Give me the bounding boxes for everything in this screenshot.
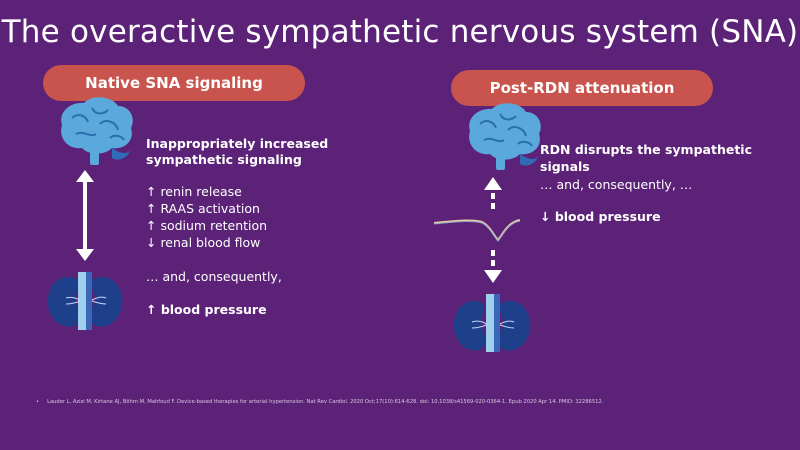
arrowhead-down: [76, 249, 94, 261]
brain-icon: [61, 97, 133, 165]
post-rdn-header-label: Post-RDN attenuation: [489, 79, 675, 97]
brain-icon: [469, 103, 541, 170]
native-sna-header-label: Native SNA signaling: [85, 74, 263, 92]
reference-bullet: •: [36, 399, 40, 405]
right-headline: RDN disrupts the sympathetic signals: [540, 142, 752, 174]
left-consequence: … and, consequently,: [146, 269, 282, 284]
right-consequence: … and, consequently, …: [540, 177, 693, 192]
effect-renal-flow: ↓ renal blood flow: [146, 235, 261, 250]
arrowhead-up: [76, 170, 94, 182]
left-result: ↑ blood pressure: [146, 302, 267, 317]
slide-title: The overactive sympathetic nervous syste…: [1, 14, 799, 50]
effect-renin: ↑ renin release: [146, 184, 242, 199]
reference-citation: • Lauder L, Azizi M, Kirtane AJ, Böhm M, …: [36, 399, 603, 405]
kidney-icon: [47, 272, 123, 330]
kidney-icon: [453, 294, 531, 352]
dashed-arrow-icon: [484, 250, 502, 283]
dashed-arrow-icon: [484, 177, 502, 212]
effect-sodium: ↑ sodium retention: [146, 218, 268, 233]
effect-raas: ↑ RAAS activation: [146, 201, 260, 216]
nerve-signal-icon: [433, 219, 521, 242]
left-headline-line1: Inappropriately increased: [146, 136, 329, 151]
right-result: ↓ blood pressure: [540, 209, 661, 224]
reference-text: Lauder L, Azizi M, Kirtane AJ, Böhm M, M…: [47, 399, 604, 405]
left-headline-line2: sympathetic signaling: [146, 152, 302, 167]
native-sna-header: Native SNA signaling: [43, 65, 305, 101]
post-rdn-header: Post-RDN attenuation: [451, 70, 713, 106]
